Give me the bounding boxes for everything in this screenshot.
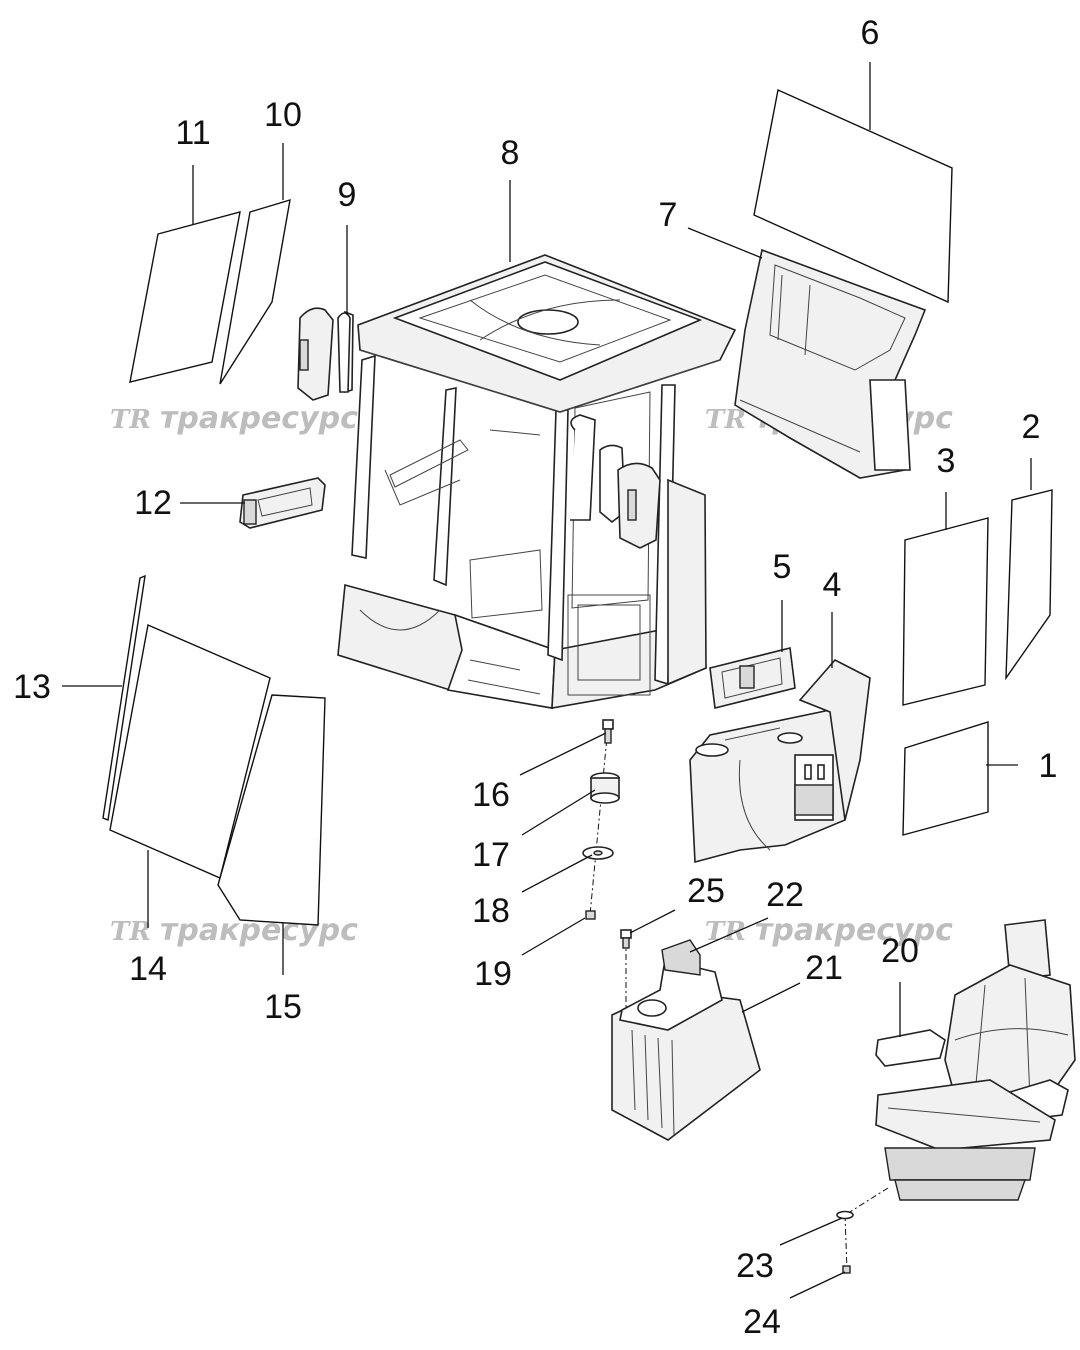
- bolt-16: [602, 719, 614, 744]
- washer-23: [836, 1210, 854, 1220]
- callout-5: 5: [773, 548, 792, 586]
- side-panel-12: [239, 477, 326, 529]
- callout-10: 10: [264, 96, 302, 134]
- console-base-21: [611, 929, 761, 1141]
- callout-21: 21: [805, 949, 843, 987]
- callout-2: 2: [1022, 408, 1041, 446]
- callout-12: 12: [134, 484, 172, 522]
- callout-19: 19: [474, 955, 512, 993]
- nut-24: [842, 1265, 851, 1274]
- rubber-mount-17: [590, 772, 620, 804]
- callout-11: 11: [175, 114, 210, 152]
- bracket-5: [709, 647, 796, 709]
- operator-seat-20: [836, 919, 1076, 1274]
- callout-3: 3: [937, 442, 956, 480]
- callout-8: 8: [501, 134, 520, 172]
- callout-6: 6: [861, 14, 880, 52]
- watermark-text: тракресурс: [755, 913, 953, 948]
- mirror-assembly-9: [297, 307, 354, 401]
- callout-18: 18: [472, 892, 510, 930]
- callout-20: 20: [881, 932, 919, 970]
- glass-panel-15: [217, 694, 326, 926]
- callout-9: 9: [338, 176, 357, 214]
- callout-1: 1: [1039, 747, 1058, 785]
- watermark-logo: TR: [705, 405, 746, 435]
- glass-panel-10: [219, 199, 291, 385]
- rear-panel-7: [734, 248, 927, 479]
- mount-parts-16-19: [582, 719, 620, 920]
- callout-16: 16: [472, 776, 510, 814]
- callout-22: 22: [766, 876, 804, 914]
- callout-4: 4: [823, 566, 842, 604]
- callout-25: 25: [687, 872, 725, 910]
- glass-panel-1: [902, 721, 989, 836]
- bolt-25: [620, 929, 632, 949]
- glass-panel-11: [129, 211, 241, 383]
- callout-7: 7: [659, 196, 678, 234]
- glass-panel-6: [753, 88, 953, 304]
- callout-23: 23: [736, 1247, 774, 1285]
- watermark-bottom-right: TR тракресурс: [705, 913, 953, 948]
- cab-frame-8: [337, 254, 737, 709]
- watermark-logo: TR: [110, 405, 151, 435]
- callout-13: 13: [13, 668, 51, 706]
- watermark-bottom-left: TR тракресурс: [110, 913, 358, 948]
- callout-14: 14: [129, 950, 167, 988]
- watermark-text: тракресурс: [160, 401, 358, 436]
- watermark-top-left: TR тракресурс: [110, 401, 358, 436]
- nut-19: [585, 910, 596, 920]
- side-console-4: [689, 659, 871, 864]
- mirror-assembly-right: [599, 444, 661, 549]
- callout-15: 15: [264, 988, 302, 1026]
- glass-panel-2: [1005, 489, 1053, 681]
- leader-lines: [62, 62, 1032, 1299]
- watermark-logo: TR: [110, 917, 151, 947]
- callout-17: 17: [472, 836, 510, 874]
- glass-strip-13: [102, 574, 146, 821]
- callout-24: 24: [743, 1303, 781, 1341]
- glass-panel-3: [902, 517, 989, 706]
